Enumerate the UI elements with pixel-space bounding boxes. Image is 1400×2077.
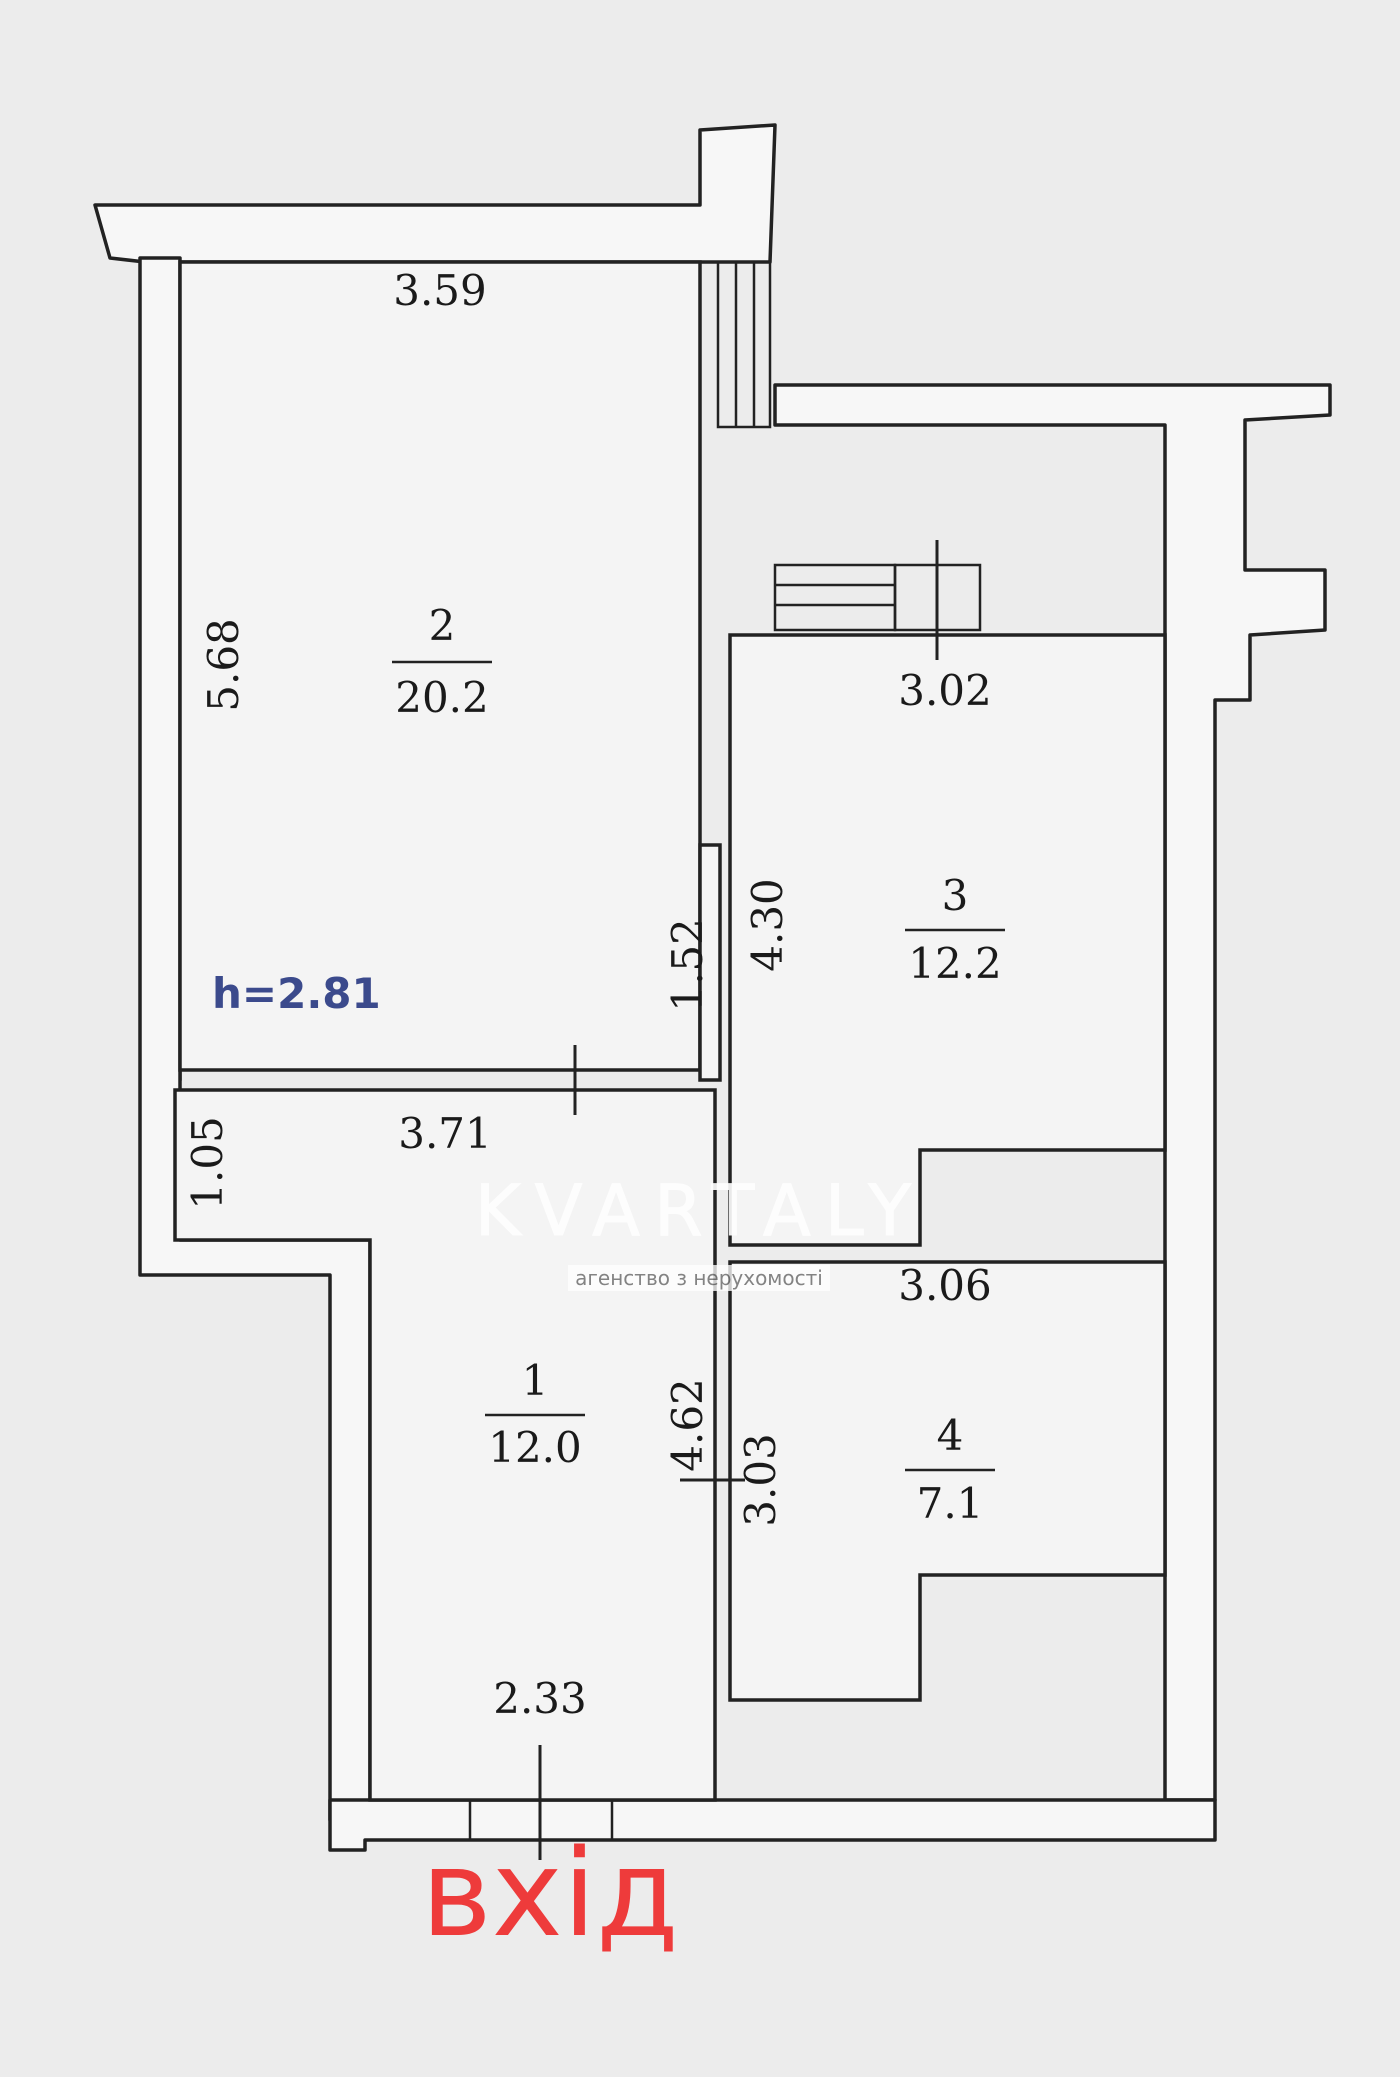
dim-room1-top: 3.71 <box>398 1109 492 1158</box>
dim-room3-length: 4.30 <box>743 878 792 972</box>
dim-room2-length: 5.68 <box>199 618 248 712</box>
corridor-outline <box>698 843 722 1082</box>
dim-room1-notch: 1.05 <box>183 1116 232 1210</box>
ceiling-height: h=2.81 <box>212 969 381 1018</box>
dim-room3-width: 3.02 <box>898 666 992 715</box>
dim-room1-bottom: 2.33 <box>493 1674 587 1723</box>
dim-room2-width: 3.59 <box>393 266 487 315</box>
room-3-outline <box>728 633 1167 1247</box>
room-3-number: 3 <box>942 871 969 920</box>
rooms <box>173 260 1167 1802</box>
outer-walls <box>93 123 1332 1852</box>
room-4-label: 4 7.1 <box>905 1411 995 1528</box>
room-2-label: 2 20.2 <box>392 601 492 722</box>
shaft-hatching <box>716 260 982 660</box>
door-markers <box>468 1045 745 1860</box>
room-4-number: 4 <box>937 1411 964 1460</box>
dim-room4-width: 3.06 <box>898 1261 992 1310</box>
dim-room4-length: 3.03 <box>736 1433 785 1527</box>
watermark-tagline: агенство з нерухомості <box>575 1266 823 1290</box>
room-3-area: 12.2 <box>908 939 1002 988</box>
room-4-area: 7.1 <box>917 1479 984 1528</box>
room-2-area: 20.2 <box>395 673 489 722</box>
room-3-label: 3 12.2 <box>905 871 1005 988</box>
entrance-label: вхід <box>421 1825 679 1964</box>
room-4-outline <box>728 1260 1167 1702</box>
dim-corridor: 1.52 <box>663 918 712 1012</box>
room-1-area: 12.0 <box>488 1423 582 1472</box>
room-1-number: 1 <box>522 1356 549 1405</box>
room-1-label: 1 12.0 <box>485 1356 585 1472</box>
watermark-name: KVARTALY <box>475 1170 925 1252</box>
dim-room1-length: 4.62 <box>663 1378 712 1472</box>
room-2-outline <box>178 260 702 1072</box>
watermark: KVARTALY агенство з нерухомості <box>474 1170 925 1291</box>
room-2-number: 2 <box>429 601 456 650</box>
